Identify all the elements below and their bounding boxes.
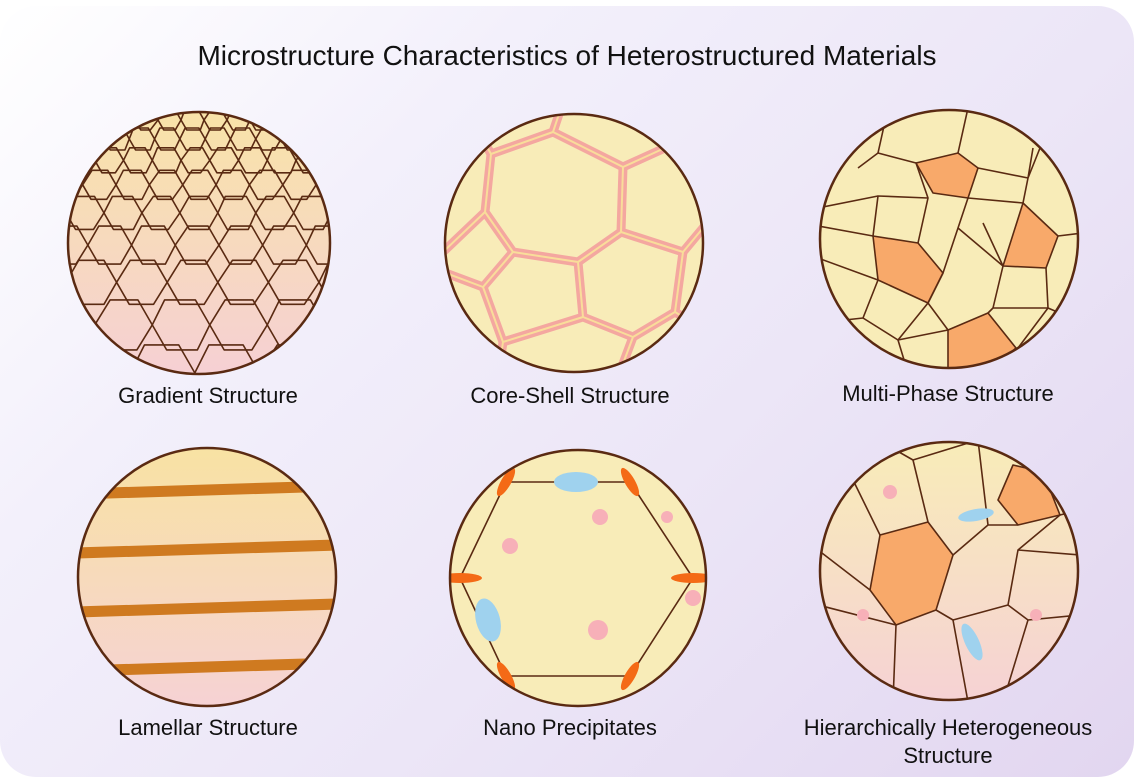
caption-gradient-structure: Gradient Structure (38, 382, 378, 410)
grain (66, 110, 89, 130)
caption-lamellar-structure: Lamellar Structure (38, 714, 378, 742)
caption-nano-precipitates: Nano Precipitates (400, 714, 740, 742)
hierarchically-heterogeneous-diagram (818, 440, 1080, 702)
caption-hierarchically-heterogeneous-structure: Hierarchically Heterogeneous Structure (768, 714, 1128, 770)
caption-core-shell-structure: Core-Shell Structure (400, 382, 740, 410)
grain (79, 128, 104, 150)
lamellar-structure-diagram (76, 446, 338, 708)
caption-multi-phase-structure: Multi-Phase Structure (778, 380, 1118, 408)
grain (281, 128, 306, 150)
gradient-structure-diagram (66, 110, 332, 376)
multi-phase-structure-diagram (818, 108, 1080, 370)
grain (89, 110, 112, 130)
grain (112, 110, 135, 130)
grain (306, 128, 331, 150)
grain (296, 110, 319, 130)
grain (273, 110, 296, 130)
core-shell-structure-diagram (443, 112, 705, 374)
nano-precipitates-diagram (448, 448, 708, 708)
figure-title: Microstructure Characteristics of Hetero… (0, 40, 1134, 72)
